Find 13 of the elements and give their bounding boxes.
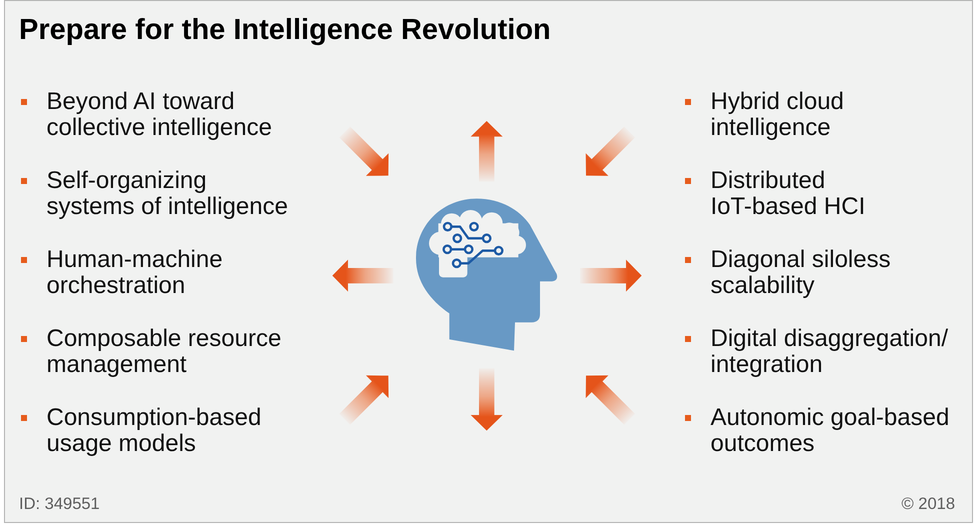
list-item-text: Diagonal siloless scalability bbox=[710, 246, 892, 300]
list-item-text: Digital disaggregation/ integration bbox=[710, 326, 949, 378]
title: Prepare for the Intelligence Revolution bbox=[19, 14, 551, 48]
list-item-text: Beyond AI toward collective intelligence bbox=[46, 88, 273, 142]
list-item-text: Consumption-based usage models bbox=[46, 404, 262, 458]
copyright-note: © 2018 bbox=[902, 495, 955, 514]
list-item-text: Hybrid cloud intelligence bbox=[710, 88, 845, 142]
list-item-text: Self-organizing systems of intelligence bbox=[46, 168, 289, 220]
document-id: ID: 349551 bbox=[19, 495, 100, 514]
list-item-text: Human-machine orchestration bbox=[46, 246, 224, 300]
list-item-text: Distributed IoT-based HCI bbox=[710, 168, 866, 220]
list-item-text: Composable resource management bbox=[46, 326, 282, 378]
list-item-text: Autonomic goal-based outcomes bbox=[710, 404, 950, 458]
